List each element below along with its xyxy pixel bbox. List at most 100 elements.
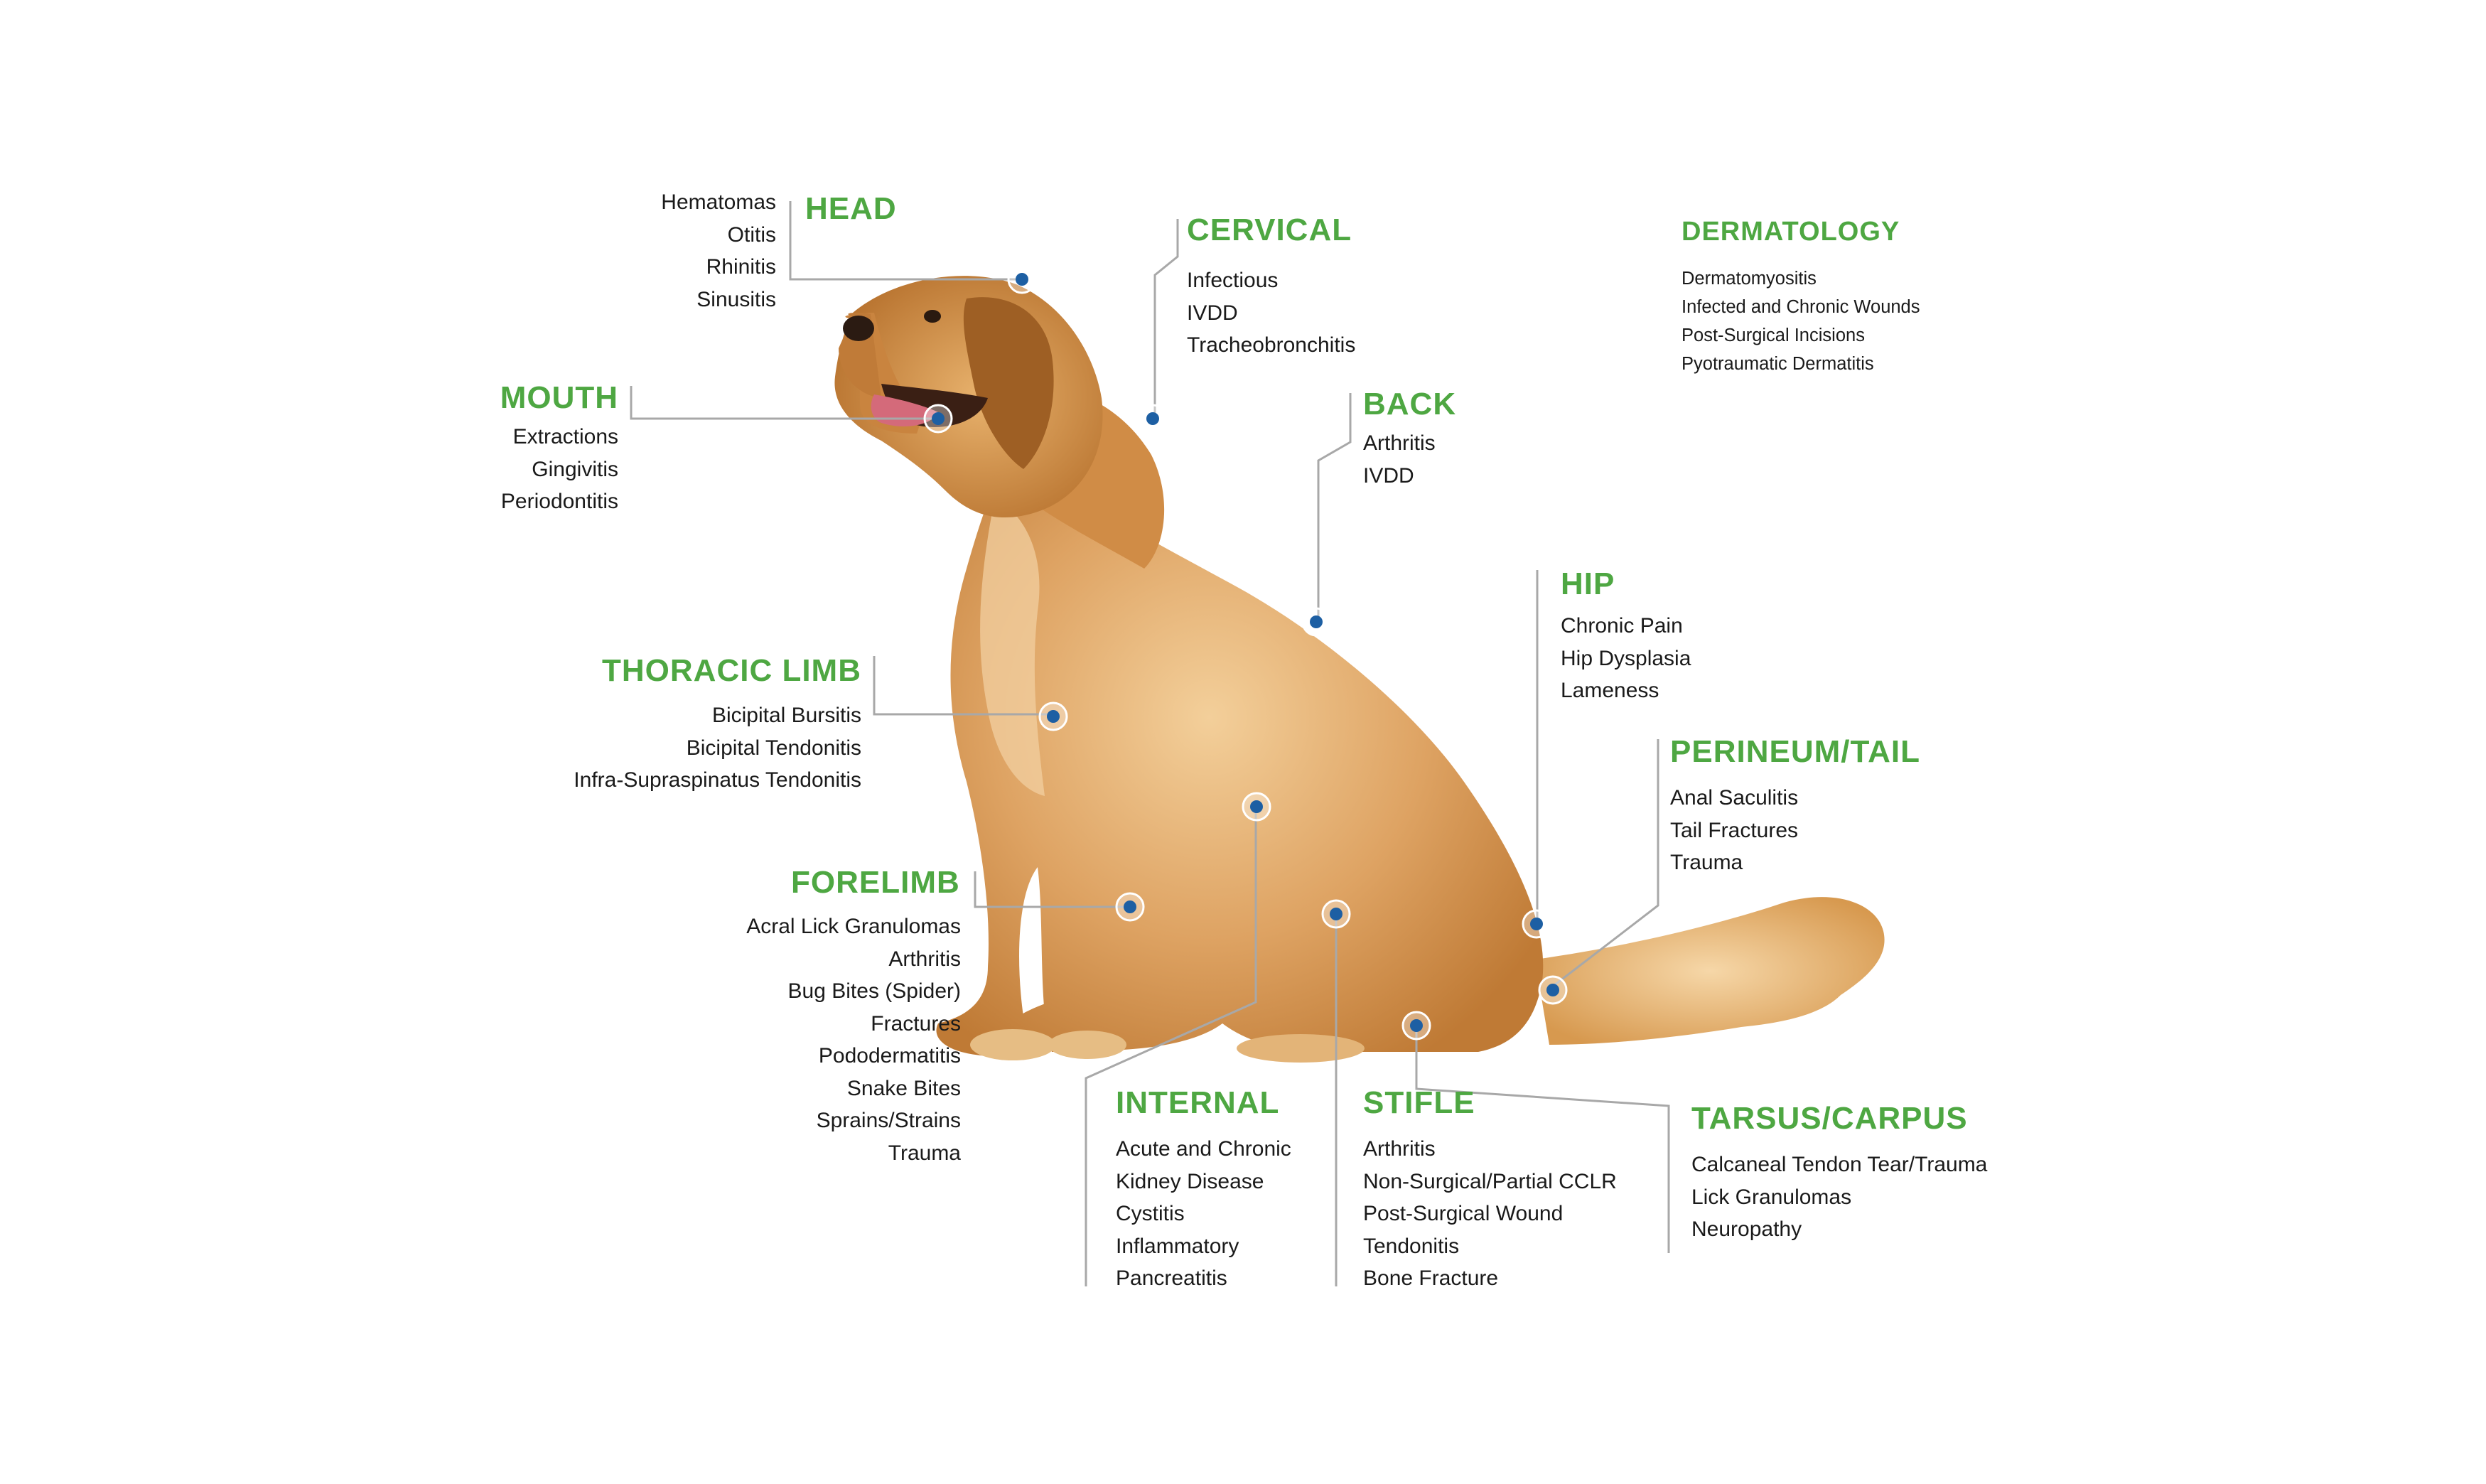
condition-item: Arthritis <box>1363 431 1436 455</box>
region-title-thoracic-limb: THORACIC LIMB <box>602 653 861 688</box>
condition-item: Anal Saculitis <box>1670 786 1799 810</box>
region-title-tarsus-carpus: TARSUS/CARPUS <box>1691 1101 1968 1136</box>
markers <box>923 264 1568 1041</box>
marker-hip <box>1522 909 1551 939</box>
dermatology-conditions: Dermatomyositis Infected and Chronic Wou… <box>1681 264 1920 378</box>
leader-line-thoracic-limb <box>873 656 1053 716</box>
dog-nose <box>843 316 874 341</box>
region-title-back: BACK <box>1363 387 1457 421</box>
condition-item: Neuropathy <box>1691 1217 1802 1241</box>
region-title-forelimb: FORELIMB <box>791 865 960 900</box>
label-internal: INTERNAL Acute and Chronic Kidney Diseas… <box>1116 1085 1291 1295</box>
internal-conditions: Acute and Chronic Kidney Disease Cystiti… <box>1116 1133 1291 1295</box>
marker-head <box>1007 264 1037 294</box>
hip-conditions: Chronic Pain Hip Dysplasia Lameness <box>1561 610 1691 707</box>
leader-lines <box>630 201 1670 1286</box>
condition-item: Sprains/Strains <box>816 1109 961 1132</box>
stifle-conditions: Arthritis Non-Surgical/Partial CCLR Post… <box>1363 1133 1617 1295</box>
condition-item: Cystitis <box>1116 1202 1185 1225</box>
forelimb-conditions: Acral Lick Granulomas Arthritis Bug Bite… <box>704 910 961 1169</box>
marker-back <box>1301 607 1331 637</box>
dog-eye <box>924 310 941 323</box>
condition-item: Bicipital Bursitis <box>711 704 861 727</box>
leader-line-head <box>789 201 1022 281</box>
condition-item: Tail Fractures <box>1670 818 1799 842</box>
dog-hind-paw <box>1237 1034 1365 1063</box>
region-title-hip: HIP <box>1561 566 1615 601</box>
leader-line-back <box>1317 393 1352 622</box>
label-hip: HIP Chronic Pain Hip Dysplasia Lameness <box>1561 566 1691 707</box>
region-title-mouth: MOUTH <box>500 380 618 415</box>
condition-item: Hematomas <box>661 190 776 214</box>
condition-item: Post-Surgical Wound <box>1363 1202 1564 1225</box>
condition-item: Pyotraumatic Dermatitis <box>1681 354 1874 374</box>
marker-mouth <box>923 404 953 434</box>
mouth-conditions: Extractions Gingivitis Periodontitis <box>455 421 618 518</box>
label-stifle: STIFLE Arthritis Non-Surgical/Partial CC… <box>1363 1085 1617 1295</box>
marker-forelimb <box>1115 892 1145 922</box>
condition-item: Hip Dysplasia <box>1561 646 1691 670</box>
marker-perineum-tail <box>1538 975 1568 1005</box>
marker-stifle <box>1321 899 1351 929</box>
condition-item: Trauma <box>1670 851 1743 874</box>
condition-item: Post-Surgical Incisions <box>1681 326 1865 345</box>
label-back: BACK Arthritis IVDD <box>1363 386 1456 492</box>
condition-item: Arthritis <box>888 947 961 971</box>
condition-item: Snake Bites <box>846 1076 961 1100</box>
label-dermatology: DERMATOLOGY Dermatomyositis Infected and… <box>1681 213 1920 378</box>
condition-item: Bug Bites (Spider) <box>787 979 961 1003</box>
condition-item: Bone Fracture <box>1363 1267 1499 1290</box>
leader-line-perineum-tail <box>1550 739 1659 989</box>
condition-item: IVDD <box>1187 301 1238 325</box>
condition-item: Acral Lick Granulomas <box>746 915 961 938</box>
marker-internal <box>1242 792 1271 822</box>
condition-item: Infra-Supraspinatus Tendonitis <box>574 768 861 792</box>
dog-ear <box>963 297 1054 469</box>
condition-item: Rhinitis <box>706 255 776 279</box>
condition-item: Extractions <box>512 425 618 448</box>
label-tarsus-carpus: TARSUS/CARPUS Calcaneal Tendon Tear/Trau… <box>1691 1100 1987 1246</box>
condition-item: Pododermatitis <box>818 1044 961 1068</box>
perineum-tail-conditions: Anal Saculitis Tail Fractures Trauma <box>1670 782 1920 879</box>
dog-silhouette <box>834 276 1885 1063</box>
label-thoracic-limb: THORACIC LIMB Bicipital Bursitis Bicipit… <box>540 652 861 797</box>
region-title-internal: INTERNAL <box>1116 1085 1280 1120</box>
label-head-items-block: Hematomas Otitis Rhinitis Sinusitis <box>611 186 776 316</box>
dog-chest <box>980 498 1045 796</box>
region-title-perineum-tail: PERINEUM/TAIL <box>1670 734 1920 769</box>
condition-item: Otitis <box>727 222 776 247</box>
condition-item: Gingivitis <box>532 457 618 481</box>
leader-line-tarsus-carpus <box>1415 1025 1670 1253</box>
marker-thoracic-limb <box>1038 701 1068 731</box>
condition-item: Calcaneal Tendon Tear/Trauma <box>1691 1153 1988 1176</box>
condition-item: Fractures <box>871 1011 961 1036</box>
dog-tail <box>1535 897 1885 1045</box>
condition-item: Acute and Chronic <box>1116 1137 1291 1161</box>
condition-item: Infected and Chronic Wounds <box>1681 297 1920 317</box>
condition-item: Bicipital Tendonitis <box>686 736 861 760</box>
label-forelimb: FORELIMB <box>791 864 960 901</box>
condition-item: Non-Surgical/Partial CCLR <box>1363 1169 1617 1193</box>
condition-item: Chronic Pain <box>1561 614 1683 638</box>
condition-item: Arthritis <box>1363 1137 1436 1161</box>
condition-item: Pancreatitis <box>1116 1267 1227 1290</box>
region-title-cervical: CERVICAL <box>1187 213 1352 247</box>
back-conditions: Arthritis IVDD <box>1363 427 1456 492</box>
condition-item: Trauma <box>888 1141 961 1165</box>
condition-item: Infectious <box>1187 269 1279 292</box>
dog-front-paw <box>1048 1031 1126 1059</box>
marker-tarsus-carpus <box>1401 1011 1431 1041</box>
condition-item: Lick Granulomas <box>1691 1185 1852 1209</box>
condition-item: Periodontitis <box>500 490 618 513</box>
condition-item: Inflammatory <box>1116 1234 1239 1258</box>
dog-front-paw <box>970 1029 1055 1060</box>
condition-item: Tracheobronchitis <box>1187 333 1356 357</box>
region-title-stifle: STIFLE <box>1363 1085 1475 1120</box>
marker-cervical <box>1138 404 1168 434</box>
condition-item: Dermatomyositis <box>1681 269 1817 289</box>
condition-item: IVDD <box>1363 463 1414 488</box>
cervical-conditions: Infectious IVDD Tracheobronchitis <box>1187 264 1355 362</box>
dog-body <box>936 441 1544 1056</box>
